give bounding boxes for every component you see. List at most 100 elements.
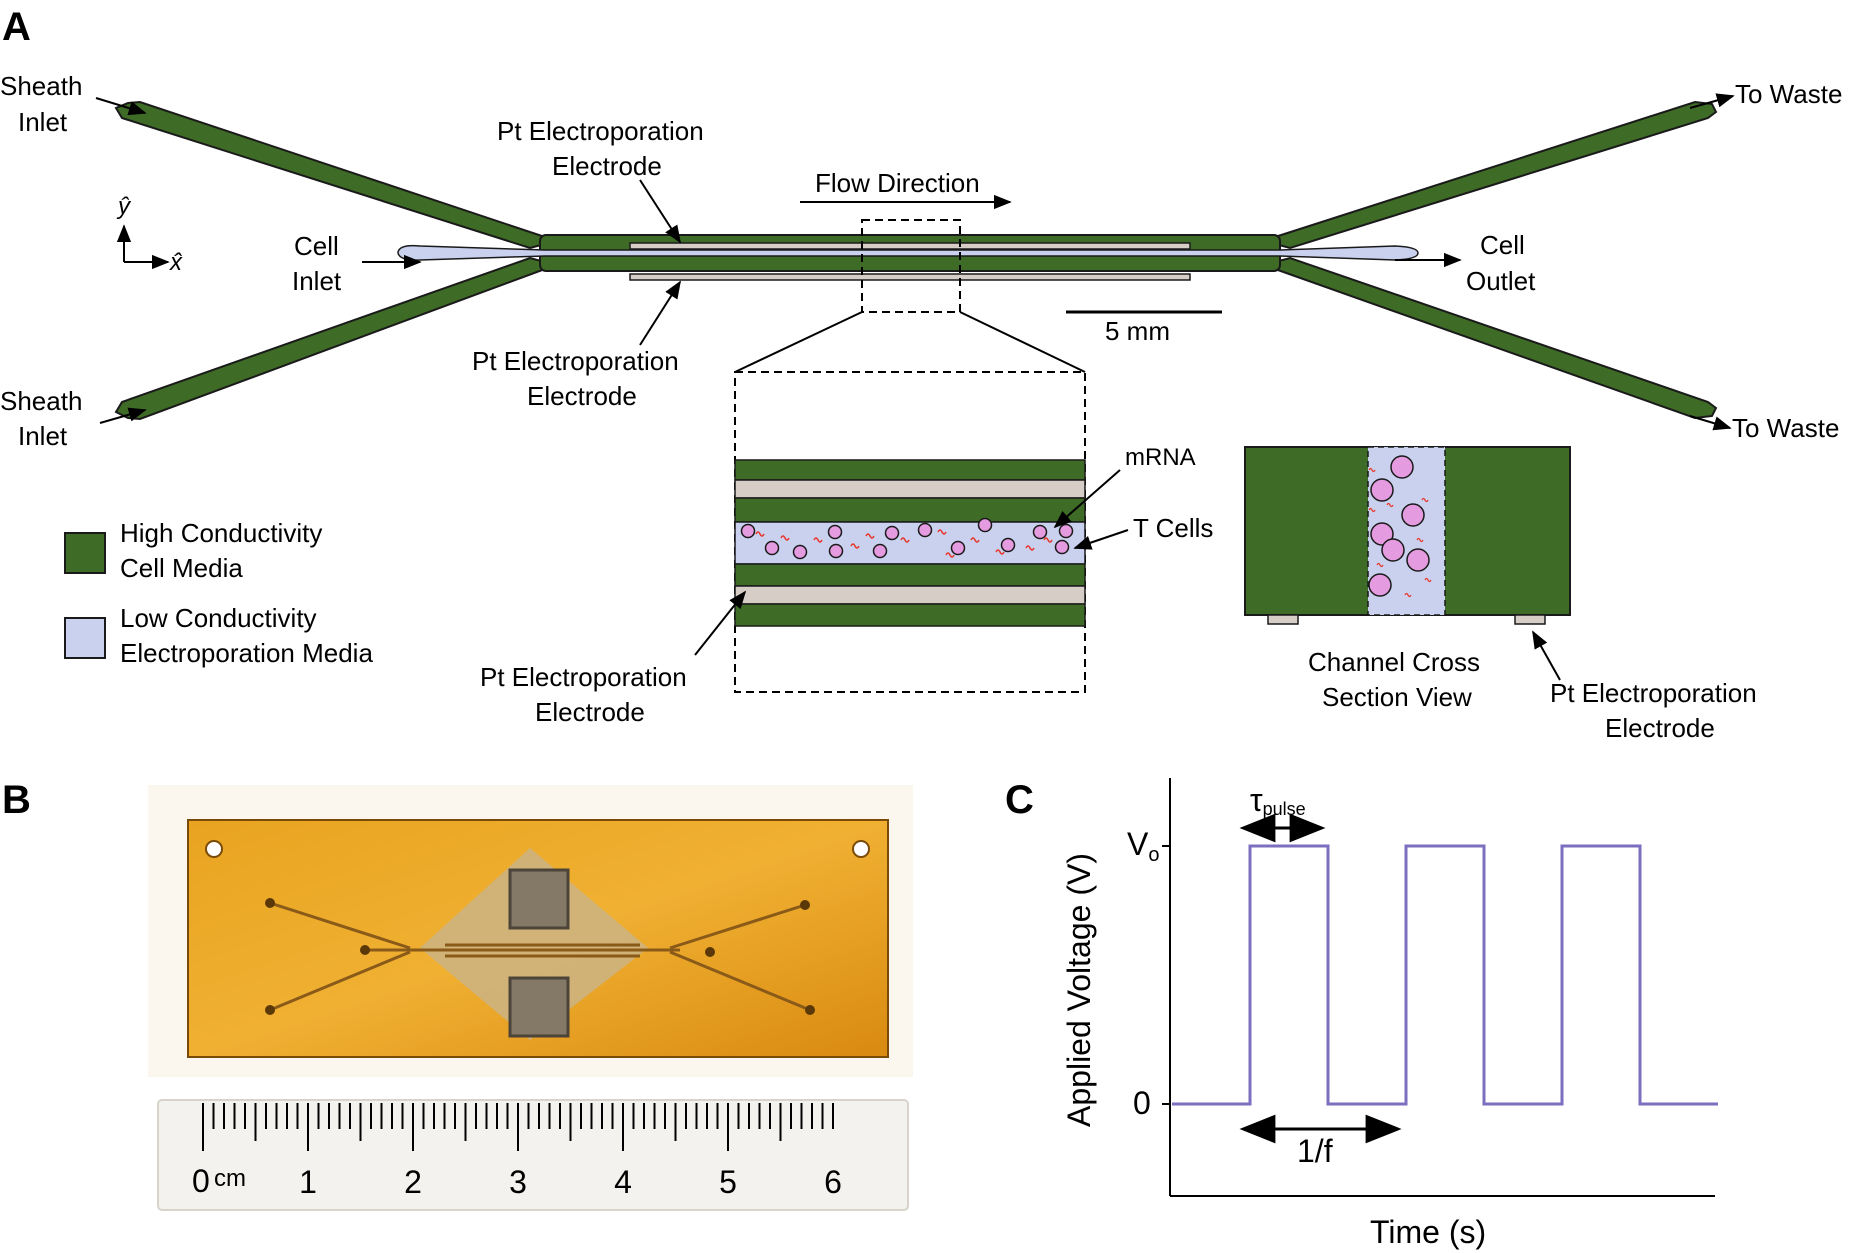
cell-inlet-line1: Cell — [294, 231, 339, 261]
zoom-guide-left — [734, 311, 863, 373]
t-cell — [1370, 522, 1394, 546]
flow-direction-label: Flow Direction — [815, 168, 980, 198]
ruler-label: 6 — [824, 1164, 842, 1200]
t-cell — [1390, 455, 1414, 479]
zoom-region-box — [861, 219, 961, 313]
electrode-zoom-line2: Electrode — [535, 697, 645, 727]
mrna-pointer — [1053, 469, 1121, 529]
legend: High Conductivity Cell Media Low Conduct… — [64, 518, 373, 668]
tau-label: τpulse — [1250, 782, 1306, 819]
chip-contact-top — [508, 868, 570, 930]
electrode-top-line2: Electrode — [552, 151, 662, 181]
t-cell — [1032, 524, 1048, 540]
legend-high-line1: High Conductivity — [120, 518, 322, 548]
mrna-strand — [1368, 507, 1376, 513]
electrode-cross-line1: Pt Electroporation — [1550, 678, 1757, 708]
panel-a: A Sheath Inlet Sheath Inlet To Waste To … — [0, 5, 1842, 743]
axis-y-label: ŷ — [116, 193, 132, 220]
mrna-strand — [1368, 467, 1376, 473]
cell-inlet-line2: Inlet — [292, 266, 342, 296]
mrna-strand — [1386, 502, 1394, 508]
sheath-inlet-bottom-arrow — [99, 407, 147, 424]
ruler-label: 2 — [404, 1164, 422, 1200]
panel-c: C Applied Voltage (V) Time (s) 0 Vo τpul… — [1005, 778, 1718, 1250]
electrode-bottom-line1: Pt Electroporation — [472, 346, 679, 376]
t-cell — [828, 543, 844, 559]
panel-letter-b: B — [2, 778, 31, 822]
mrna-strand — [1404, 592, 1412, 598]
chip-port — [360, 945, 370, 955]
sheath-inlet-bottom-line2: Inlet — [18, 421, 68, 451]
ruler-zero: 0 — [192, 1163, 210, 1199]
cross-section-cells — [1368, 455, 1432, 598]
t-cell — [872, 543, 888, 559]
t-cell — [1406, 548, 1430, 572]
mrna-strand — [1043, 537, 1053, 543]
mrna-label: mRNA — [1125, 444, 1196, 471]
sheath-inlet-top-line2: Inlet — [18, 107, 68, 137]
t-cell — [1000, 537, 1016, 553]
axis-indicator: ŷ x̂ — [116, 193, 183, 276]
axis-x-label: x̂ — [169, 249, 183, 276]
electrode-bottom-line2: Electrode — [527, 381, 637, 411]
legend-low-line1: Low Conductivity — [120, 603, 317, 633]
chip-contact-bottom — [508, 976, 570, 1038]
chip-port — [265, 898, 275, 908]
mrna-strand — [1376, 562, 1384, 568]
t-cell — [1054, 539, 1070, 555]
electrode-top-line1: Pt Electroporation — [497, 116, 704, 146]
electrode-top-pointer — [639, 179, 681, 244]
mrna-strand — [1025, 545, 1035, 551]
sheath-inlet-top-line1: Sheath — [0, 71, 82, 101]
mrna-strand — [995, 549, 1005, 555]
sheath-inlet-bottom-line1: Sheath — [0, 386, 82, 416]
chip-hole-left — [205, 840, 223, 858]
chip-port — [705, 947, 715, 957]
sheath-channel-top-left — [114, 100, 546, 250]
t-cell — [1401, 503, 1425, 527]
t-cell — [1368, 573, 1392, 597]
device-channels — [114, 100, 1718, 421]
mrna-strand — [900, 537, 910, 543]
t-cell — [917, 522, 933, 538]
t-cells-label: T Cells — [1133, 513, 1213, 543]
cross-section-line1: Channel Cross — [1308, 647, 1480, 677]
ruler-label: 4 — [614, 1164, 632, 1200]
scale-bar-label: 5 mm — [1105, 316, 1170, 346]
sheath-inlet-top-arrow — [95, 97, 147, 116]
mrna-strand — [865, 533, 875, 539]
to-waste-bottom: To Waste — [1732, 413, 1839, 443]
t-cell — [977, 517, 993, 533]
t-cell — [740, 523, 756, 539]
pulse-waveform — [1172, 844, 1718, 1106]
t-cell — [950, 540, 966, 556]
t-cell — [884, 525, 900, 541]
zoom-guide-right — [959, 311, 1086, 373]
t-cell — [792, 544, 808, 560]
chip-port — [805, 1005, 815, 1015]
mrna-strand — [970, 537, 980, 543]
sheath-channel-bottom-left — [114, 256, 546, 421]
t-cell — [764, 540, 780, 556]
cell-outlet-line2: Outlet — [1466, 266, 1536, 296]
mrna-strand — [1424, 577, 1432, 583]
t-cells-pointer — [1073, 529, 1129, 550]
chip-channels — [269, 901, 811, 1012]
ruler-label: 5 — [719, 1164, 737, 1200]
to-waste-top-arrow — [1689, 93, 1735, 109]
chip-port — [800, 900, 810, 910]
mrna-strand — [755, 531, 765, 537]
electrode-zoom-line1: Pt Electroporation — [480, 662, 687, 692]
to-waste-bottom-arrow — [1689, 415, 1732, 431]
t-cell — [1058, 523, 1074, 539]
legend-swatch-high — [64, 532, 106, 574]
ruler-unit: cm — [214, 1165, 246, 1192]
ruler — [157, 1099, 909, 1211]
x-axis-label: Time (s) — [1370, 1214, 1486, 1250]
waste-channel-bottom-right — [1274, 256, 1718, 420]
mrna-strand — [937, 529, 947, 535]
t-cell — [827, 524, 843, 540]
